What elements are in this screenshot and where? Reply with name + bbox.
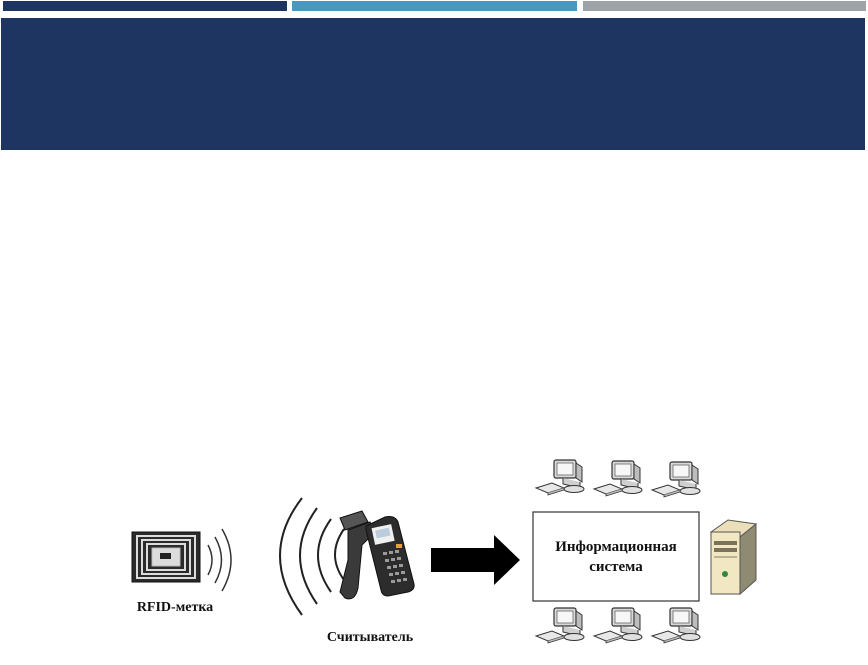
accent-bar-dark bbox=[3, 1, 287, 11]
accent-bar-light bbox=[292, 1, 577, 11]
title-banner bbox=[1, 18, 865, 150]
computer-workstation-icon bbox=[593, 607, 643, 644]
rfid-tag-icon bbox=[131, 531, 201, 583]
information-system-label-line1: Информационная bbox=[555, 539, 677, 555]
information-system-label: Информационная система bbox=[534, 537, 698, 577]
information-system-box bbox=[532, 511, 700, 602]
reader-signal-waves-icon bbox=[279, 497, 345, 616]
accent-bar-gray bbox=[583, 1, 866, 11]
computer-workstation-icon bbox=[535, 459, 585, 496]
handheld-reader-icon bbox=[339, 510, 415, 600]
information-system-label-line2: система bbox=[589, 559, 643, 575]
tag-signal-waves-icon bbox=[207, 528, 232, 592]
computer-workstation-icon bbox=[651, 607, 701, 644]
computer-workstation-icon bbox=[535, 607, 585, 644]
reader-label: Считыватель bbox=[326, 630, 414, 645]
server-icon bbox=[709, 519, 758, 596]
computer-workstation-icon bbox=[651, 461, 701, 498]
right-arrow-icon bbox=[431, 535, 520, 585]
computer-workstation-icon bbox=[593, 460, 643, 497]
rfid-tag-label: RFID-метка bbox=[136, 600, 214, 615]
